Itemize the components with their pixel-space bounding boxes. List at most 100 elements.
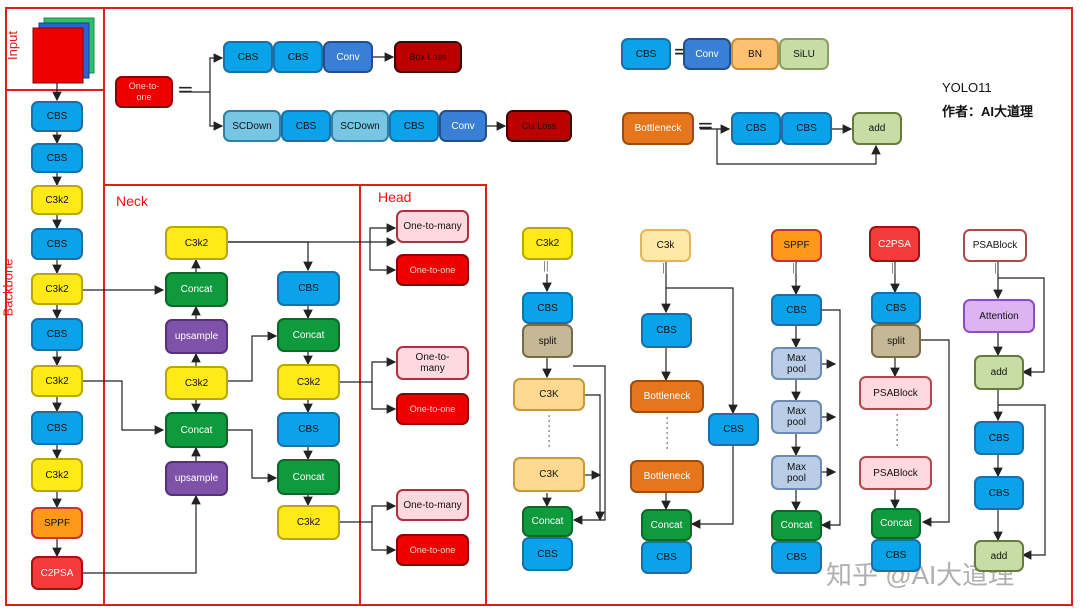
- sppf-def-label: SPPF: [771, 229, 822, 262]
- psablock-def-cbs-2: CBS: [974, 476, 1024, 510]
- backbone-cbs-2: CBS: [31, 143, 83, 173]
- neck-concat-right-1: Concat: [277, 318, 340, 352]
- psablock-def-cbs-1: CBS: [974, 421, 1024, 455]
- head-one-to-many-1: One-to-many: [396, 210, 469, 243]
- o2o-cls-loss: Cls Loss: [506, 110, 572, 142]
- o2o-top-cbs-1: CBS: [223, 41, 273, 73]
- neck-concat-2: Concat: [165, 412, 228, 448]
- c2psa-def-concat: Concat: [871, 508, 921, 539]
- c2psa-def-psablock-1: PSABlock: [859, 376, 932, 410]
- neck-concat-1: Concat: [165, 272, 228, 307]
- o2o-box-loss: Box Loss: [394, 41, 462, 73]
- c2psa-def-psablock-2: PSABlock: [859, 456, 932, 490]
- backbone-cbs-4: CBS: [31, 318, 83, 351]
- cbs-def-silu: SiLU: [779, 38, 829, 70]
- sppf-def-cbs-out: CBS: [771, 541, 822, 574]
- c3k-def-bottleneck-2: Bottleneck: [630, 460, 704, 493]
- c2psa-def-dots: ·······: [891, 413, 905, 448]
- o2o-def-label: One-to-one: [115, 76, 173, 108]
- neck-label: Neck: [116, 193, 148, 209]
- neck-upsample-2: upsample: [165, 461, 228, 496]
- neck-c3k2-top: C3k2: [165, 226, 228, 260]
- input-image-icon: [32, 17, 95, 84]
- backbone-c3k2-3: C3k2: [31, 365, 83, 397]
- o2o-bottom-cbs-1: CBS: [281, 110, 331, 142]
- o2o-bottom-cbs-2: CBS: [389, 110, 439, 142]
- backbone-cbs-5: CBS: [31, 411, 83, 445]
- head-one-to-one-2: One-to-one: [396, 393, 469, 425]
- c2psa-def-cbs: CBS: [871, 292, 921, 324]
- c2psa-def-label: C2PSA: [869, 226, 920, 262]
- sppf-def-cbs: CBS: [771, 294, 822, 326]
- c3k-def-bottleneck-1: Bottleneck: [630, 380, 704, 413]
- c3k-def-dots: ·······: [661, 416, 675, 451]
- c3k-def-label: C3k: [640, 229, 691, 262]
- c3k2-def-dots: ·······: [543, 414, 557, 449]
- backbone-cbs-1: CBS: [31, 101, 83, 132]
- c2psa-def-split: split: [871, 324, 921, 358]
- o2o-equals: =: [177, 77, 194, 101]
- o2o-top-conv: Conv: [323, 41, 373, 73]
- head-label: Head: [378, 189, 412, 205]
- section-frames: [5, 7, 1073, 606]
- sppf-def-maxpool-1: Max pool: [771, 347, 822, 380]
- model-title: YOLO11: [942, 80, 992, 95]
- c3k2-def-cbs-out: CBS: [522, 537, 573, 571]
- backbone-c3k2-4: C3k2: [31, 458, 83, 492]
- sppf-def-concat: Concat: [771, 510, 822, 541]
- c3k2-def-eq-mark: ||: [543, 260, 549, 272]
- psablock-def-add-2: add: [974, 540, 1024, 572]
- bottleneck-def-equals: =: [697, 113, 714, 137]
- neck-c3k2-mid: C3k2: [165, 366, 228, 400]
- head-one-to-one-3: One-to-one: [396, 534, 469, 566]
- c3k2-def-cbs: CBS: [522, 292, 573, 324]
- bottleneck-def-cbs-1: CBS: [731, 112, 781, 145]
- c3k2-def-split: split: [522, 324, 573, 358]
- c3k2-def-c3k-2: C3K: [513, 457, 585, 492]
- bottleneck-def-add: add: [852, 112, 902, 145]
- backbone-label: Backbone: [0, 258, 16, 317]
- c3k2-def-c3k-1: C3K: [513, 378, 585, 411]
- c3k-def-concat: Concat: [641, 509, 692, 541]
- input-label: Input: [4, 31, 20, 60]
- sppf-def-maxpool-3: Max pool: [771, 455, 822, 490]
- bottleneck-def-cbs-2: CBS: [781, 112, 832, 145]
- arrows: [52, 52, 1046, 574]
- psablock-def-add-1: add: [974, 355, 1024, 390]
- author-label: 作者：AI大道理: [942, 104, 1034, 119]
- c2psa-def-eq-mark: ||: [891, 262, 897, 274]
- c3k2-def-concat: Concat: [522, 506, 573, 537]
- backbone-c2psa: C2PSA: [31, 556, 83, 590]
- head-one-to-many-3: One-to-many: [396, 489, 469, 521]
- c2psa-def-cbs-out: CBS: [871, 539, 921, 572]
- o2o-bottom-scdown-1: SCDown: [223, 110, 281, 142]
- cbs-def-conv: Conv: [683, 38, 731, 70]
- neck-cbs-right-2: CBS: [277, 412, 340, 447]
- bottleneck-def-label: Bottleneck: [622, 112, 694, 145]
- neck-concat-right-2: Concat: [277, 459, 340, 495]
- c3k-def-eq-mark: ||: [662, 262, 668, 274]
- c3k-def-cbs-out: CBS: [641, 541, 692, 574]
- c3k-def-cbs: CBS: [641, 313, 692, 348]
- psablock-def-attention: Attention: [963, 299, 1035, 333]
- psablock-def-eq-mark: ||: [994, 262, 1000, 274]
- neck-c3k2-right-1: C3k2: [277, 364, 340, 400]
- c3k2-def-label: C3k2: [522, 227, 573, 260]
- psablock-def-label: PSABlock: [963, 229, 1027, 262]
- o2o-bottom-scdown-2: SCDown: [331, 110, 389, 142]
- neck-c3k2-right-2: C3k2: [277, 505, 340, 540]
- backbone-c3k2-2: C3k2: [31, 273, 83, 305]
- sppf-def-eq-mark: ||: [792, 262, 798, 274]
- backbone-c3k2-1: C3k2: [31, 185, 83, 215]
- o2o-bottom-conv: Conv: [439, 110, 487, 142]
- backbone-cbs-3: CBS: [31, 228, 83, 260]
- cbs-def-label: CBS: [621, 38, 671, 70]
- cbs-def-bn: BN: [731, 38, 779, 70]
- c3k-def-cbs-side: CBS: [708, 413, 759, 446]
- head-one-to-one-1: One-to-one: [396, 254, 469, 286]
- neck-cbs-right-1: CBS: [277, 271, 340, 306]
- neck-upsample-1: upsample: [165, 319, 228, 354]
- backbone-sppf: SPPF: [31, 507, 83, 539]
- o2o-top-cbs-2: CBS: [273, 41, 323, 73]
